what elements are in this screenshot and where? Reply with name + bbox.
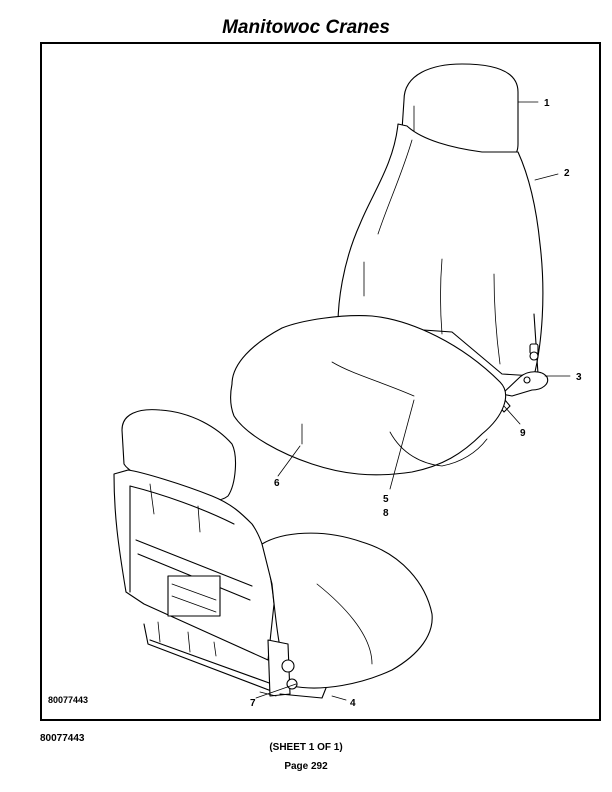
rear-seat-drawing	[113, 409, 433, 699]
callout-3: 3	[576, 372, 582, 383]
leader-lines	[255, 101, 571, 701]
callout-1: 1	[544, 98, 550, 109]
callout-6: 6	[274, 478, 280, 489]
callout-4: 4	[350, 698, 356, 709]
front-seat-drawing	[230, 63, 549, 476]
figure-drawing-number: 80077443	[48, 695, 89, 705]
seat-assembly-diagram: 1 2 3 9 5 8 6 7 4	[113, 63, 582, 709]
callout-9: 9	[520, 428, 526, 439]
sheet-indicator: (SHEET 1 OF 1)	[269, 742, 343, 753]
page-number: Page 292	[284, 761, 328, 772]
callout-5: 5	[383, 494, 389, 505]
footer-drawing-number: 80077443	[40, 733, 85, 744]
illustration-frame: 1 2 3 9 5 8 6 7 4	[40, 42, 601, 721]
callout-2: 2	[564, 168, 570, 179]
backrest-rear	[113, 469, 275, 661]
backrest-front	[337, 123, 544, 377]
callout-8: 8	[383, 508, 389, 519]
cushion-front	[230, 315, 507, 476]
callout-7: 7	[250, 698, 256, 709]
page-title: Manitowoc Cranes	[222, 17, 390, 38]
